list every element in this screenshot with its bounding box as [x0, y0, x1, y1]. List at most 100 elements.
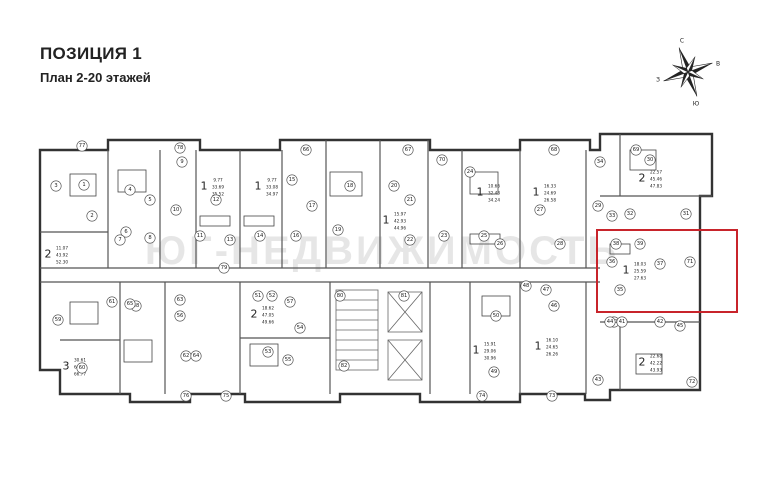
- room-number-badge: [464, 166, 476, 178]
- room-number-badge: [144, 232, 156, 244]
- apartment-rooms: 1: [533, 186, 540, 199]
- room-number-badge: [210, 194, 222, 206]
- apartment-area: 52.30: [56, 260, 68, 265]
- room-number: 65: [127, 301, 134, 307]
- room-number: 13: [227, 237, 234, 243]
- room-number: 41: [619, 319, 626, 325]
- apartment-area: 11.07: [56, 246, 68, 251]
- apartment-area: 9.77: [213, 178, 223, 183]
- room-number-badge: [52, 314, 64, 326]
- room-number-badge: [286, 174, 298, 186]
- room-number: 44: [607, 319, 614, 325]
- compass-label-e: В: [716, 61, 720, 68]
- apartment-area: 15.91: [484, 342, 496, 347]
- highlight-frame[interactable]: [596, 229, 738, 313]
- room-number-badge: [520, 280, 532, 292]
- room-number: 16: [293, 233, 300, 239]
- room-number: 11: [197, 233, 204, 239]
- room-number-badge: [338, 360, 350, 372]
- room-number: 50: [493, 313, 500, 319]
- apartment-rooms: 2: [251, 308, 258, 321]
- room-number: 74: [479, 393, 486, 399]
- room-number: 70: [439, 157, 446, 163]
- room-number-badge: [290, 230, 302, 242]
- room-number-badge: [554, 238, 566, 250]
- room-number-badge: [254, 230, 266, 242]
- room-number-badge: [124, 184, 136, 196]
- room-number: 52: [269, 293, 276, 299]
- apartment-area: 30.96: [484, 356, 496, 361]
- room-number: 76: [183, 393, 190, 399]
- room-number-badge: [436, 154, 448, 166]
- room-number-badge: [592, 200, 604, 212]
- apartment-labels: 2 11.07 43.92 52.30 1 9.77 33.69 35.52 1…: [45, 170, 663, 377]
- room-number: 67: [405, 147, 412, 153]
- apartment-rooms: 1: [535, 340, 542, 353]
- room-number: 3: [54, 183, 57, 189]
- room-number: 22: [407, 237, 414, 243]
- room-number-badge: [170, 204, 182, 216]
- apartment-area: 9.77: [267, 178, 277, 183]
- room-number: 73: [549, 393, 556, 399]
- room-number-badge: [86, 210, 98, 222]
- apartment-area: 10.66: [488, 184, 500, 189]
- room-number: 37: [657, 261, 664, 267]
- watermark: ЮГ-НЕДВИЖИМОСТЬ: [145, 229, 616, 273]
- room-number-badge: [334, 290, 346, 302]
- room-number-badge: [438, 230, 450, 242]
- room-number-badge: [548, 144, 560, 156]
- room-number: 20: [391, 183, 398, 189]
- room-number: 33: [609, 213, 616, 219]
- room-number-badge: [294, 322, 306, 334]
- room-number: 18: [347, 183, 354, 189]
- apartment-area: 34.97: [266, 192, 278, 197]
- apartment-area: 43.92: [56, 253, 68, 258]
- room-number: 49: [491, 369, 498, 375]
- room-number-badge: [174, 294, 186, 306]
- page-title: ПОЗИЦИЯ 1: [40, 44, 143, 63]
- room-number: 48: [523, 283, 530, 289]
- room-number: 38: [613, 241, 620, 247]
- room-number-badge: [332, 224, 344, 236]
- apartment-area: 42.93: [394, 219, 406, 224]
- room-number: 9: [180, 159, 183, 165]
- room-number-badge: [398, 290, 410, 302]
- room-number-badge: [262, 346, 274, 358]
- room-number-badge: [610, 238, 622, 250]
- room-number: 43: [595, 377, 602, 383]
- room-number: 71: [687, 259, 694, 265]
- room-number-badge: [174, 310, 186, 322]
- apartment-area: 47.05: [262, 313, 274, 318]
- room-number: 30: [647, 157, 654, 163]
- room-number: 42: [657, 319, 664, 325]
- apartment-rooms: 1: [623, 264, 630, 277]
- room-number: 12: [213, 197, 220, 203]
- room-number: 56: [177, 313, 184, 319]
- room-number: 59: [55, 317, 62, 323]
- apartment-area: 43.93: [650, 368, 662, 373]
- room-number: 24: [467, 169, 474, 175]
- room-number: 63: [177, 297, 184, 303]
- apartment-area: 24.69: [544, 191, 556, 196]
- room-number-badge: [634, 238, 646, 250]
- room-number: 68: [551, 147, 558, 153]
- room-number: 5: [148, 197, 151, 203]
- room-number-badge: [124, 298, 136, 310]
- apartment-area: 45.46: [650, 177, 662, 182]
- room-number-badge: [674, 320, 686, 332]
- room-number-badge: [684, 256, 696, 268]
- room-number-badge: [224, 234, 236, 246]
- compass-label-w: З: [656, 77, 660, 84]
- room-number-badge: [494, 238, 506, 250]
- apartment-area: 66.77: [74, 372, 86, 377]
- room-number-badge: [654, 258, 666, 270]
- room-number-badge: [144, 194, 156, 206]
- room-number-badge: [404, 234, 416, 246]
- apartment-area: 49.66: [262, 320, 274, 325]
- room-number: 26: [497, 241, 504, 247]
- room-number: 53: [265, 349, 272, 355]
- highlighted-apartment[interactable]: 1 18.03 25.59 27.63: [596, 229, 738, 313]
- apartment-area: 24.65: [546, 345, 558, 350]
- room-number: 15: [289, 177, 296, 183]
